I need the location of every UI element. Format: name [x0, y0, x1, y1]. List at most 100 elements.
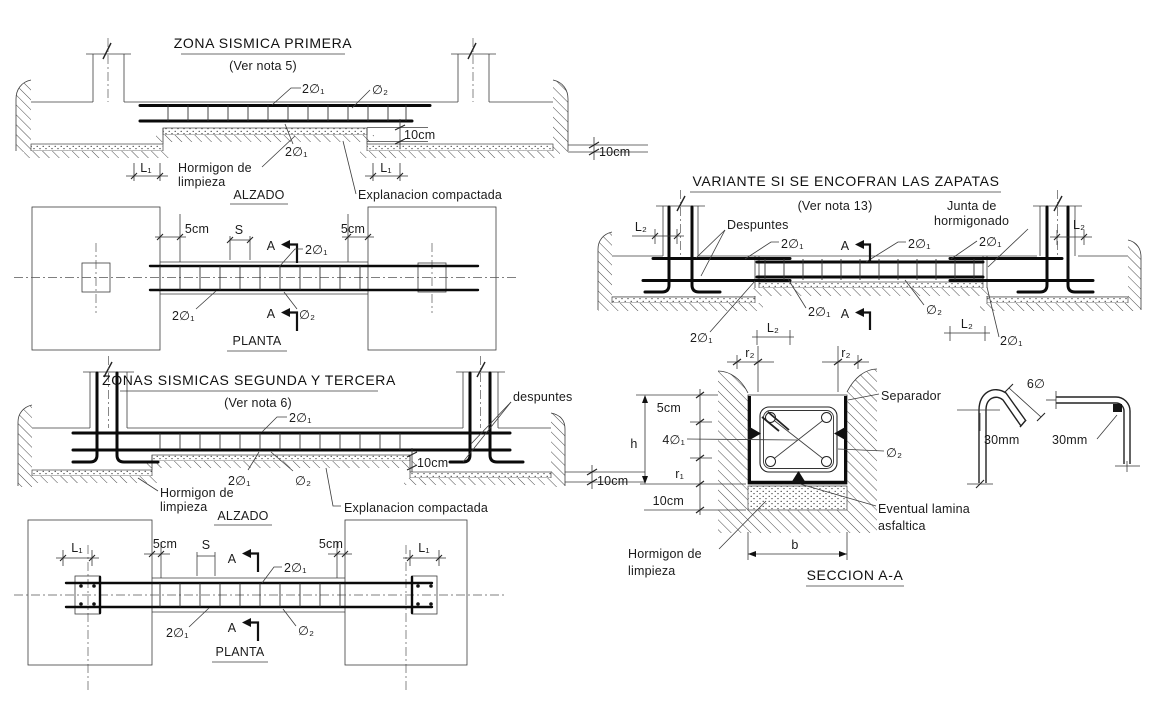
- label-hormigon-limpieza2: limpieza: [178, 175, 225, 189]
- label-2phi1: 2∅₁: [979, 235, 1002, 249]
- dim-L2: L₂: [1073, 218, 1085, 232]
- title-seccion: SECCION A-A: [807, 567, 904, 583]
- dim-30mm: 30mm: [984, 433, 1020, 447]
- mark-A: A: [228, 552, 237, 566]
- dim-L2: L₂: [635, 220, 647, 234]
- label-2phi1: 2∅₁: [166, 626, 189, 640]
- label-4phi1: 4∅₁: [662, 433, 685, 447]
- label-2phi1: 2∅₁: [305, 243, 328, 257]
- section-cut-mark-top: [242, 549, 260, 572]
- note-zona23: (Ver nota 6): [224, 396, 292, 410]
- plan-zona-sismica-primera: 5cm S A 2∅₁ 5cm 2∅₁ A ∅₂ PLANTA: [14, 206, 516, 352]
- label-explanacion: Explanacion compactada: [358, 188, 502, 202]
- label-2phi1: 2∅₁: [284, 561, 307, 575]
- label-junta2: hormigonado: [934, 214, 1009, 228]
- note-variante: (Ver nota 13): [798, 199, 873, 213]
- column-left: [71, 356, 160, 464]
- section-cut-mark-top: [281, 240, 299, 263]
- cross-section-A-A: r₂ r₂ 5cm h 4∅₁ r₁ 10cm Separador ∅₂ Eve…: [628, 346, 970, 587]
- label-phi2: ∅₂: [298, 624, 314, 638]
- label-phi2: ∅₂: [295, 474, 311, 488]
- label-2phi1: 2∅₁: [302, 82, 325, 96]
- stirrups-variante: [764, 259, 975, 280]
- stirrups-plan-2: [159, 583, 341, 607]
- label-2phi1: 2∅₁: [1000, 334, 1023, 348]
- plan-zonas-segunda-tercera: L₁ 5cm S A 2∅₁ 5cm L₁ 2∅₁ A ∅₂ PLANTA: [14, 519, 505, 692]
- label-hormigon-limpieza2: limpieza: [628, 564, 675, 578]
- label-2phi1: 2∅₁: [172, 309, 195, 323]
- label-2phi1: 2∅₁: [908, 237, 931, 251]
- dim-10cm: 10cm: [404, 128, 435, 142]
- dim-S: S: [202, 538, 211, 552]
- note-zona1: (Ver nota 5): [229, 59, 297, 73]
- stirrups-elevation-1: [167, 105, 407, 121]
- label-separador: Separador: [881, 389, 941, 403]
- section-cut-mark-bottom: [281, 308, 299, 331]
- dim-10cm: 10cm: [417, 456, 448, 470]
- dim-6phi: 6∅: [1027, 377, 1045, 391]
- dim-L2: L₂: [767, 321, 779, 335]
- dim-10cm: 10cm: [599, 145, 630, 159]
- label-2phi1: 2∅₁: [228, 474, 251, 488]
- dim-10cm: 10cm: [653, 494, 684, 508]
- view-alzado: ALZADO: [217, 509, 268, 523]
- label-2phi1: 2∅₁: [808, 305, 831, 319]
- bend-90-detail: 30mm: [1046, 391, 1140, 472]
- dim-r2: r₂: [745, 346, 754, 360]
- dim-10cm: 10cm: [597, 474, 628, 488]
- dim-5cm: 5cm: [185, 222, 209, 236]
- mark-A: A: [228, 621, 237, 635]
- label-explanacion: Explanacion compactada: [344, 501, 488, 515]
- label-2phi1: 2∅₁: [285, 145, 308, 159]
- dim-h: h: [630, 437, 637, 451]
- column-right: [448, 356, 525, 464]
- label-2phi1: 2∅₁: [781, 237, 804, 251]
- label-hormigon-limpieza: Hormigon de: [628, 547, 702, 561]
- label-2phi1: 2∅₁: [289, 411, 312, 425]
- view-planta: PLANTA: [216, 645, 265, 659]
- column-right: [1016, 190, 1095, 294]
- dim-5cm: 5cm: [153, 537, 177, 551]
- label-phi2: ∅₂: [299, 308, 315, 322]
- section-cut-mark-bottom: [242, 618, 260, 641]
- dim-L1: L₁: [140, 161, 152, 175]
- label-phi2: ∅₂: [372, 83, 388, 97]
- column-right: [451, 38, 496, 102]
- label-despuntes: Despuntes: [727, 218, 789, 232]
- section-cut-mark-top: [855, 240, 872, 262]
- label-despuntes: despuntes: [513, 390, 572, 404]
- dim-b: b: [791, 538, 798, 552]
- label-hormigon-limpieza2: limpieza: [160, 500, 207, 514]
- separator-right: [834, 426, 847, 441]
- label-phi2: ∅₂: [886, 446, 902, 460]
- dim-L1: L₁: [418, 541, 430, 555]
- dim-5cm: 5cm: [319, 537, 343, 551]
- label-lamina2: asfaltica: [878, 519, 926, 533]
- elevation-zonas-segunda-tercera: ZONAS SISMICAS SEGUNDA Y TERCERA (Ver no…: [17, 356, 645, 526]
- separator-left: [748, 426, 761, 441]
- bar-hook-details: 6∅ 30mm 30mm: [957, 377, 1140, 489]
- label-hormigon-limpieza: Hormigon de: [160, 486, 234, 500]
- dim-L1: L₁: [71, 541, 83, 555]
- dim-L2: L₂: [961, 317, 973, 331]
- column-left: [86, 38, 131, 102]
- title-zona1: ZONA SISMICA PRIMERA: [174, 35, 353, 51]
- elevation-zona-sismica-primera: ZONA SISMICA PRIMERA (Ver nota 5) 2∅₁ ∅₂…: [15, 35, 648, 205]
- stirrups-plan-1: [159, 266, 361, 290]
- mark-A: A: [267, 307, 276, 321]
- dim-L1: L₁: [380, 161, 392, 175]
- section-cut-mark-bottom: [855, 308, 872, 330]
- title-zona23: ZONAS SISMICAS SEGUNDA Y TERCERA: [102, 372, 396, 388]
- label-hormigon-limpieza: Hormigon de: [178, 161, 252, 175]
- view-alzado: ALZADO: [233, 188, 284, 202]
- dim-r2: r₂: [841, 346, 850, 360]
- label-lamina: Eventual lamina: [878, 502, 970, 516]
- mark-A: A: [841, 239, 850, 253]
- dim-5cm: 5cm: [341, 222, 365, 236]
- mark-A: A: [841, 307, 850, 321]
- dim-r1: r₁: [675, 467, 684, 481]
- dim-30mm: 30mm: [1052, 433, 1088, 447]
- label-2phi1: 2∅₁: [690, 331, 713, 345]
